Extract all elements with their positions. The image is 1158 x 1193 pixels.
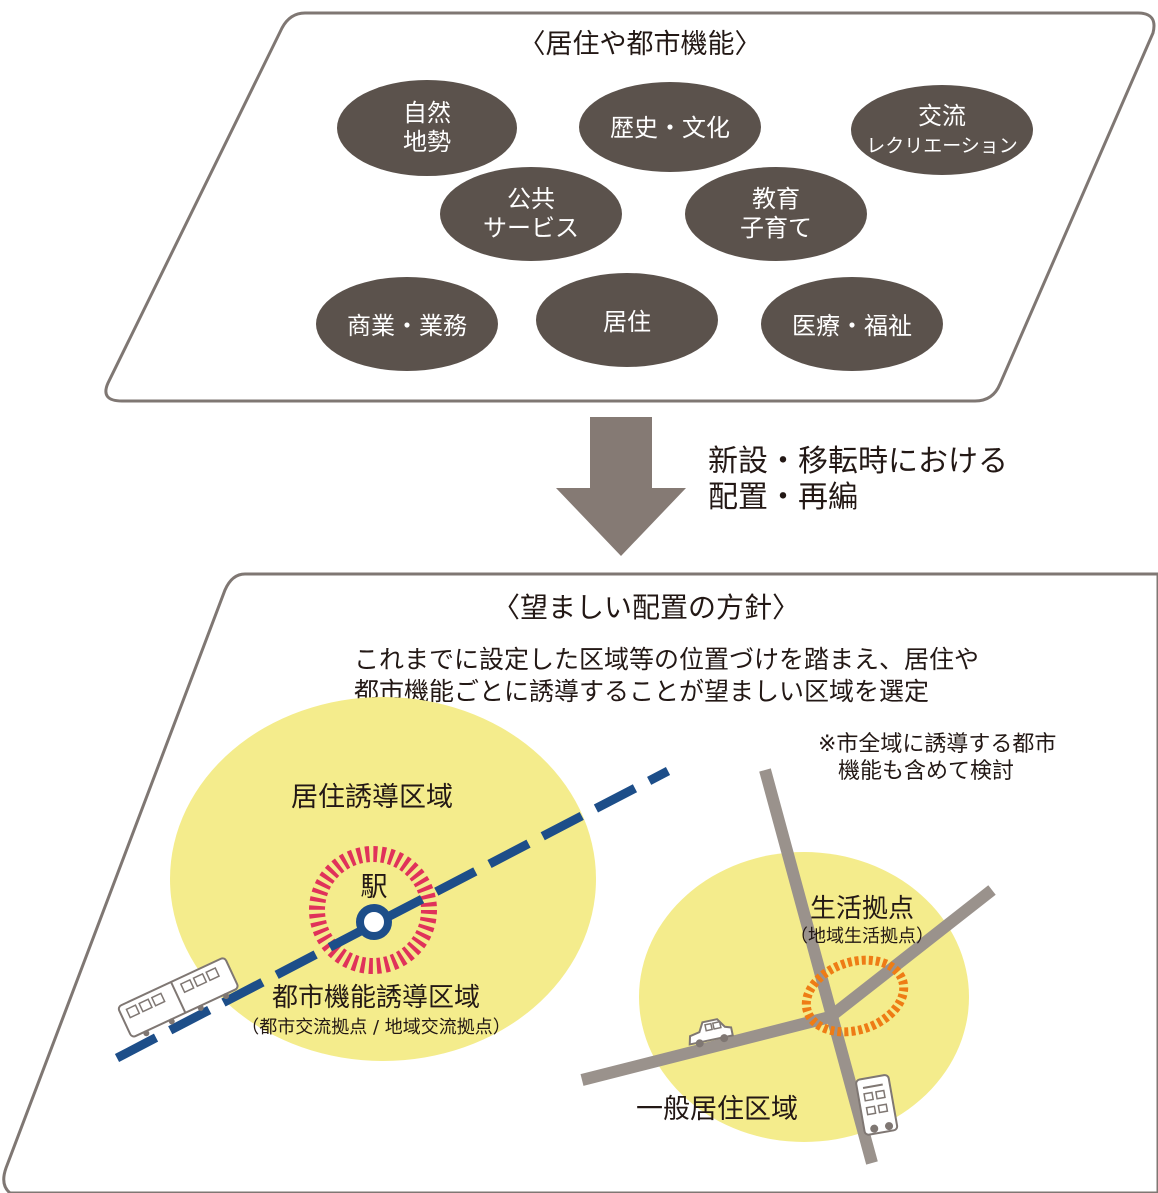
function-ellipse-nature: 自然 地勢 — [337, 80, 517, 176]
general-zone-label: 一般居住区域 — [636, 1094, 798, 1125]
top-panel-title: 〈居住や都市機能〉 — [519, 29, 762, 60]
function-label: 居住 — [603, 308, 651, 336]
urban-zone-label: 都市機能誘導区域 — [272, 983, 480, 1013]
arrow-caption-line2: 配置・再編 — [708, 480, 858, 515]
arrow-caption-line1: 新設・移転時における — [708, 444, 1008, 479]
residential-zone-label: 居住誘導区域 — [291, 782, 453, 813]
function-label: 教育 — [752, 185, 800, 213]
station-marker-icon — [356, 904, 392, 940]
urban-zone-sublabel: （都市交流拠点 / 地域交流拠点） — [241, 1017, 511, 1038]
general-residential-zone — [639, 852, 969, 1142]
station-influence-ring — [309, 846, 437, 974]
function-label: 子育て — [740, 214, 812, 242]
function-label: 歴史・文化 — [610, 114, 730, 142]
bottom-panel-title: 〈望ましい配置の方針〉 — [492, 591, 800, 624]
function-ellipse-history-culture: 歴史・文化 — [579, 82, 761, 172]
life-hub-label: 生活拠点 — [810, 894, 914, 924]
station-label: 駅 — [361, 872, 388, 903]
description-line1: これまでに設定した区域等の位置づけを踏まえ、居住や — [354, 645, 979, 674]
train-icon — [117, 957, 239, 1038]
function-ellipse-public-service: 公共 サービス — [440, 167, 622, 261]
car-icon — [688, 1018, 734, 1048]
bus-icon — [855, 1074, 899, 1136]
function-ellipse-residence: 居住 — [536, 273, 718, 367]
function-label: 交流 — [918, 102, 966, 130]
function-label: 商業・業務 — [347, 312, 467, 340]
life-hub-ring — [801, 955, 909, 1037]
note-line1: ※市全域に誘導する都市 — [818, 732, 1056, 757]
life-hub-sublabel: （地域生活拠点） — [790, 926, 934, 947]
railway-line — [114, 767, 671, 1062]
road-network — [580, 768, 996, 1165]
function-ellipse-medical-welfare: 医療・福祉 — [761, 277, 943, 371]
function-label: レクリエーション — [866, 135, 1018, 157]
down-arrow-icon — [556, 417, 686, 556]
function-ellipse-education-childcare: 教育 子育て — [685, 167, 867, 261]
function-ellipse-exchange-recreation: 交流 レクリエーション — [851, 85, 1033, 175]
function-label: 自然 — [403, 99, 451, 127]
function-label: 公共 — [507, 185, 555, 213]
function-ellipse-commerce: 商業・業務 — [316, 277, 498, 371]
function-label: 医療・福祉 — [792, 312, 912, 340]
function-label: サービス — [483, 214, 579, 242]
description-line2: 都市機能ごとに誘導することが望ましい区域を選定 — [354, 677, 929, 706]
function-label: 地勢 — [403, 128, 451, 156]
note-line2: 機能も含めて検討 — [838, 759, 1014, 784]
